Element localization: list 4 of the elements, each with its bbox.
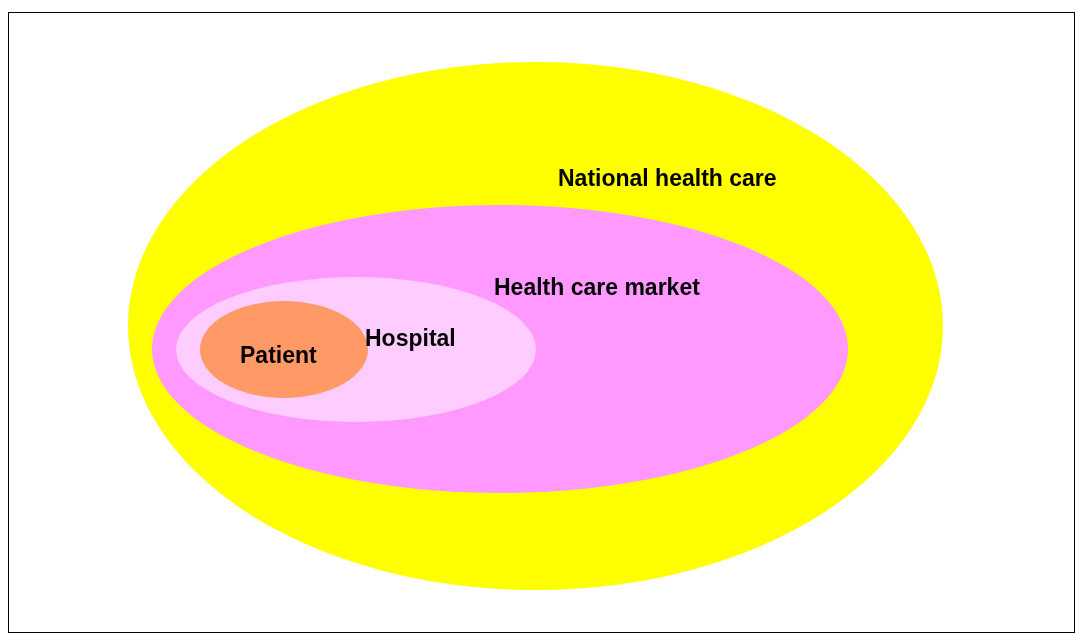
region-label: Hospital: [365, 327, 456, 350]
region-label: Health care market: [494, 276, 700, 299]
region-label: Patient: [240, 344, 317, 367]
region-label: National health care: [558, 167, 777, 190]
